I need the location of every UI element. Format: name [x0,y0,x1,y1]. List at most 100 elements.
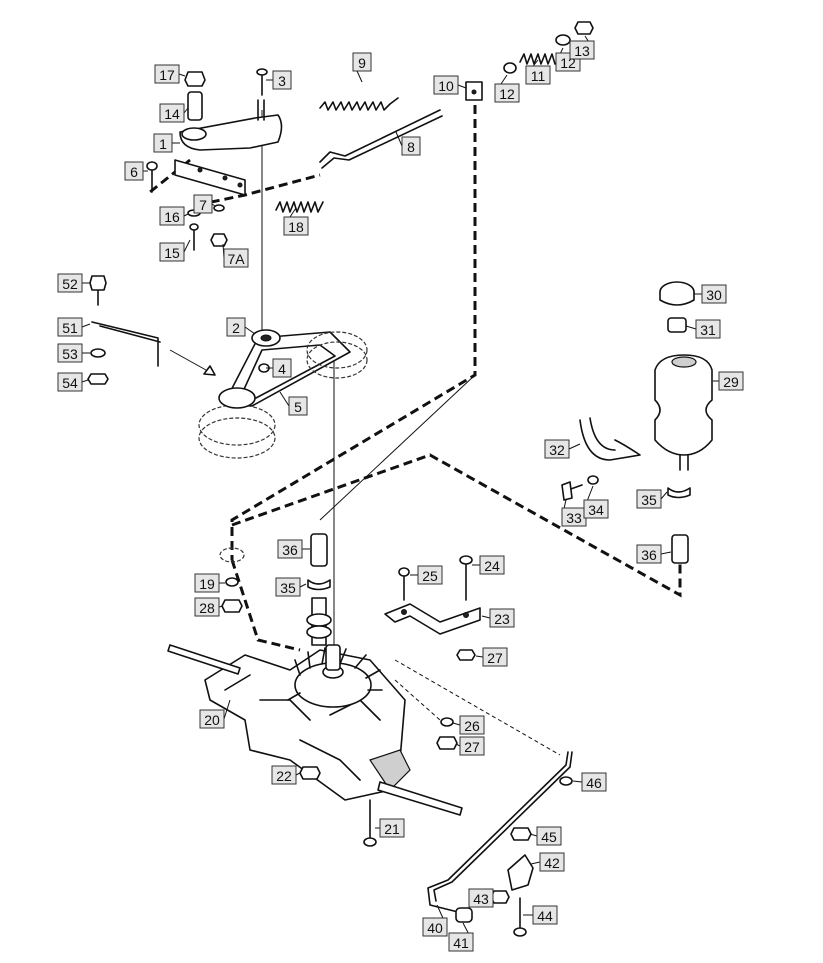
callout-leader-line [223,699,231,720]
callout-box [159,206,185,226]
callout-number: 51 [62,320,78,336]
callout-number: 22 [276,768,292,784]
callout-27a: 27 [475,647,508,667]
callout-28: 28 [194,597,224,617]
callout-leader-line [244,326,256,335]
nut-27-top [456,649,476,661]
callout-box [636,489,662,509]
callout-number: 2 [232,320,240,336]
axle-left [167,644,241,675]
callout-53: 53 [57,343,90,363]
ghost-pulley-right [306,331,368,369]
spacer-14 [187,91,203,121]
callout-box [57,343,83,363]
callout-4: 4 [266,358,292,378]
callout-box [401,136,421,156]
transaxle-assembly [167,533,481,847]
callout-5: 5 [279,391,308,416]
callout-number: 26 [464,718,480,734]
callout-36b: 36 [636,544,672,564]
callout-54: 54 [57,372,89,392]
callout-34: 34 [583,485,609,519]
hose-36-right [671,534,689,564]
callout-box [352,52,372,72]
callout-box [57,317,83,337]
reservoir-29 [654,354,713,456]
callout-33: 33 [561,499,587,527]
callout-box [482,647,508,667]
control-lever-assembly [146,21,594,251]
callout-22: 22 [271,765,301,785]
callout-number: 27 [464,739,480,755]
callout-number: 23 [494,611,510,627]
callout-leader-line [299,583,307,588]
nut-13 [574,21,594,35]
callout-box [226,317,246,337]
axle-right [377,781,463,816]
callout-number: 7 [199,197,207,213]
callout-1: 1 [153,133,180,153]
callout-box [159,103,185,123]
bypass-rod-assembly [427,751,573,937]
washer-34 [587,475,599,485]
callout-26: 26 [452,715,485,735]
callout-41: 41 [448,922,474,952]
callout-box [539,852,565,872]
knob-41 [455,907,473,923]
reservoir-assembly [561,281,713,564]
callout-leader-line [685,325,697,330]
callout-number: 43 [473,891,489,907]
callout-box [536,826,562,846]
callout-box [581,772,607,792]
callout-box [193,194,213,214]
hose-36-left [310,533,328,567]
callout-number: 19 [199,576,215,592]
callout-45: 45 [529,826,562,846]
callout-box [417,565,443,585]
callout-box [271,765,297,785]
callout-box [283,216,309,236]
callout-box [489,608,515,628]
callout-box [159,242,185,262]
callout-20: 20 [199,699,231,729]
lever-arm-1 [179,114,283,151]
callout-44: 44 [523,905,558,925]
nut-45 [510,827,532,841]
callout-box [544,439,570,459]
clip-46 [559,776,573,786]
callout-40: 40 [422,904,448,937]
callout-leader-line [218,605,224,608]
fitting-12-left [503,62,517,74]
callout-number: 15 [164,245,180,261]
callout-number: 6 [130,164,138,180]
callout-box [223,248,249,268]
callout-number: 3 [278,73,286,89]
callout-35b: 35 [636,489,668,509]
callout-number: 41 [453,935,469,951]
washer-26 [440,717,454,727]
callout-leader-line [178,73,186,77]
callout-box [448,932,474,952]
callout-number: 44 [537,908,553,924]
callout-box [636,544,662,564]
callout-number: 29 [723,374,739,390]
callout-11: 11 [525,59,551,85]
adapter-31 [667,317,687,333]
callout-leader-line [568,443,581,450]
nut-7A [210,233,228,247]
callout-box [718,371,744,391]
callout-leader-line [660,491,668,500]
callout-box [275,577,301,597]
callout-number: 1 [159,136,167,152]
callout-6: 6 [124,161,148,181]
callout-leader-line [529,833,538,837]
callout-box [124,161,144,181]
callout-number: 54 [62,375,78,391]
nut-22 [299,766,321,780]
callout-7A: 7A [222,243,249,268]
callout-number: 21 [384,821,400,837]
callout-leader-line [183,107,189,114]
bracket-32 [579,419,641,461]
callout-number: 33 [566,510,582,526]
callout-leader-line [660,551,672,555]
